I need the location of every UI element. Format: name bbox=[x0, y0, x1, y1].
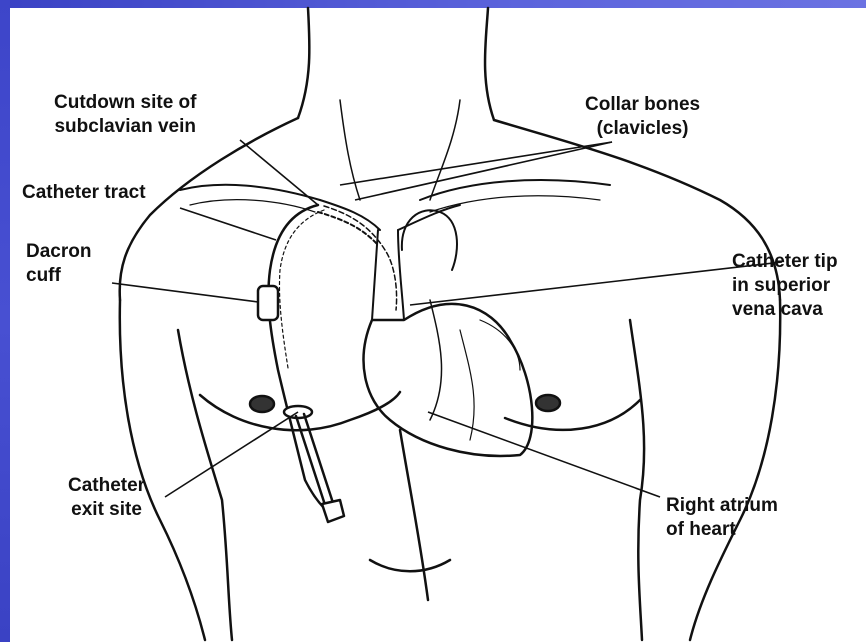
leader-line-collar-bones bbox=[355, 142, 612, 200]
label-right-atrium-line-2: of heart bbox=[666, 518, 778, 542]
label-cutdown-site-line-1: Cutdown site of bbox=[54, 91, 196, 115]
label-catheter-tip: Catheter tip in superior vena cava bbox=[732, 250, 838, 322]
catheter-inner bbox=[279, 210, 324, 368]
label-cutdown-site: Cutdown site of subclavian vein bbox=[54, 91, 196, 139]
right-torso-outline bbox=[630, 320, 644, 640]
label-dacron-cuff-line-2: cuff bbox=[26, 264, 91, 288]
brachiocephalic-vessel bbox=[398, 205, 460, 230]
label-catheter-exit-site-line-1: Catheter bbox=[68, 474, 145, 498]
label-right-atrium-line-1: Right atrium bbox=[666, 494, 778, 518]
right-clavicle bbox=[420, 180, 610, 200]
abdomen-line bbox=[370, 560, 450, 571]
left-arm-outline bbox=[120, 300, 205, 640]
label-collar-bones-line-2: (clavicles) bbox=[585, 117, 700, 141]
left-shoulder-outline bbox=[120, 118, 298, 300]
label-catheter-tract-line-1: Catheter tract bbox=[22, 181, 146, 205]
label-catheter-exit-site-line-2: exit site bbox=[68, 498, 145, 522]
left-clavicle bbox=[180, 185, 320, 200]
label-collar-bones-line-1: Collar bones bbox=[585, 93, 700, 117]
aortic-arch bbox=[402, 210, 457, 270]
heart-outline bbox=[364, 304, 533, 456]
label-collar-bones: Collar bones (clavicles) bbox=[585, 93, 700, 141]
leader-line-dacron bbox=[112, 283, 258, 302]
right-arm-outline bbox=[690, 300, 780, 640]
label-right-atrium: Right atrium of heart bbox=[666, 494, 778, 542]
label-catheter-tract: Catheter tract bbox=[22, 181, 146, 205]
dacron-cuff-shape bbox=[258, 286, 278, 320]
catheter-in-vein bbox=[324, 206, 397, 310]
label-catheter-tip-line-3: vena cava bbox=[732, 298, 838, 322]
catheter-clamp bbox=[322, 500, 344, 522]
leader-line-cutdown bbox=[240, 140, 318, 205]
leader-line-exit-site bbox=[165, 412, 298, 497]
left-torso-outline bbox=[178, 330, 232, 640]
heart-detail bbox=[430, 300, 442, 420]
label-catheter-exit-site: Catheter exit site bbox=[68, 474, 145, 522]
abdomen-line bbox=[400, 430, 428, 600]
left-nipple bbox=[250, 396, 274, 412]
neck-outline bbox=[298, 8, 309, 118]
right-pectoral-outline bbox=[505, 400, 640, 430]
clavicle-shading bbox=[190, 200, 315, 212]
leader-line-catheter-tract bbox=[180, 208, 276, 240]
leader-line-catheter-tip bbox=[410, 262, 782, 305]
heart-detail bbox=[460, 330, 474, 440]
leader-line-right-atrium bbox=[428, 412, 660, 497]
label-cutdown-site-line-2: subclavian vein bbox=[54, 115, 196, 139]
label-catheter-tip-line-2: in superior bbox=[732, 274, 838, 298]
subclavian-vein bbox=[318, 212, 378, 245]
leader-line-collar-bones bbox=[340, 142, 612, 185]
neck-outline bbox=[485, 8, 494, 120]
neck-muscle-line bbox=[430, 100, 460, 200]
label-catheter-tip-line-1: Catheter tip bbox=[732, 250, 838, 274]
clavicle-shading bbox=[430, 196, 600, 212]
label-dacron-cuff: Dacron cuff bbox=[26, 240, 91, 288]
label-dacron-cuff-line-1: Dacron bbox=[26, 240, 91, 264]
right-nipple bbox=[536, 395, 560, 411]
